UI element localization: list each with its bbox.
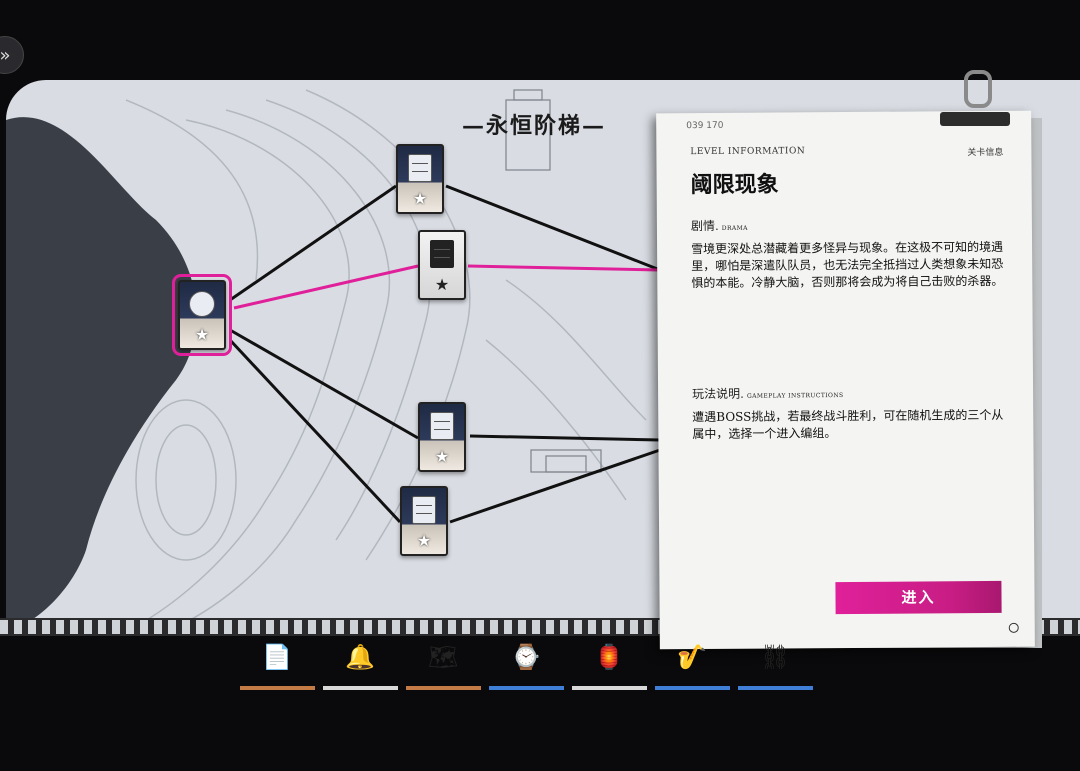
- item-rarity-bar: [489, 686, 564, 690]
- collectible-item[interactable]: 🎷: [655, 636, 730, 690]
- enter-button[interactable]: 进入: [835, 580, 1002, 615]
- cabinet-icon: [412, 496, 436, 524]
- item-rarity-bar: [406, 686, 481, 690]
- level-info-panel: 039 170 LEVEL INFORMATION 关卡信息 阈限现象 剧情.D…: [656, 110, 1035, 650]
- back-button[interactable]: »: [0, 36, 24, 74]
- gameplay-heading-en: GAMEPLAY INSTRUCTIONS: [746, 392, 844, 400]
- papers-icon: 📄: [262, 643, 292, 671]
- item-rarity-bar: [323, 686, 398, 690]
- panel-label-en: LEVEL INFORMATION: [690, 146, 806, 158]
- collectible-item[interactable]: ⌚: [489, 636, 564, 690]
- gameplay-heading: 玩法说明.GAMEPLAY INSTRUCTIONS: [692, 384, 844, 402]
- current-node[interactable]: ★: [172, 274, 232, 356]
- level-title: 阈限现象: [690, 171, 779, 199]
- lantern-icon: 🏮: [594, 643, 624, 671]
- star-icon: ★: [434, 275, 450, 294]
- level-node[interactable]: ★: [418, 402, 466, 472]
- level-node[interactable]: ★: [396, 144, 444, 214]
- collectible-item[interactable]: 🔔: [323, 636, 398, 690]
- collectible-item[interactable]: 🏮: [572, 636, 647, 690]
- level-node-selected[interactable]: ★: [418, 230, 466, 300]
- collectible-item[interactable]: 🗺: [406, 636, 481, 690]
- item-rarity-bar: [655, 686, 730, 690]
- stage-title: —永恒阶梯—: [462, 113, 607, 139]
- gameplay-heading-cn: 玩法说明.: [692, 386, 744, 402]
- gameplay-text: 遭遇BOSS挑战，若最终战斗胜利，可在随机生成的三个从属中，选择一个进入编组。: [692, 407, 1004, 442]
- double-chevron-right-icon: »: [0, 44, 11, 66]
- cabinet-icon: [430, 240, 454, 268]
- hands-icon: [189, 291, 215, 317]
- flute-icon: 🎷: [677, 643, 707, 671]
- panel-dot: [1008, 622, 1019, 633]
- cabinet-icon: [408, 154, 432, 182]
- collectible-item[interactable]: ⛓: [738, 636, 813, 690]
- map-scroll-icon: 🗺: [427, 643, 459, 671]
- drama-heading-en: DRAMA: [721, 224, 748, 232]
- star-icon: ★: [194, 325, 210, 344]
- cabinet-icon: [430, 412, 454, 440]
- drama-heading-cn: 剧情.: [690, 218, 719, 234]
- collectibles-bar: 📄 🔔 🗺 ⌚ 🏮 🎷 ⛓: [240, 636, 813, 690]
- star-icon: ★: [412, 189, 428, 208]
- star-icon: ★: [416, 531, 432, 550]
- item-rarity-bar: [240, 686, 315, 690]
- drama-text: 雪境更深处总潜藏着更多怪异与现象。在这极不可知的境遇里，哪怕是深遣队队员，也无法…: [691, 239, 1004, 291]
- panel-serial: 039 170: [686, 120, 724, 132]
- item-rarity-bar: [572, 686, 647, 690]
- chain-icon: ⛓: [759, 643, 791, 671]
- paper-clip: [940, 70, 1010, 130]
- pocket-watch-icon: ⌚: [511, 643, 541, 671]
- bells-icon: 🔔: [345, 643, 375, 671]
- level-node[interactable]: ★: [400, 486, 448, 556]
- item-rarity-bar: [738, 686, 813, 690]
- drama-heading: 剧情.DRAMA: [691, 217, 748, 234]
- panel-label-cn: 关卡信息: [967, 147, 1004, 159]
- collectible-item[interactable]: 📄: [240, 636, 315, 690]
- star-icon: ★: [434, 447, 450, 466]
